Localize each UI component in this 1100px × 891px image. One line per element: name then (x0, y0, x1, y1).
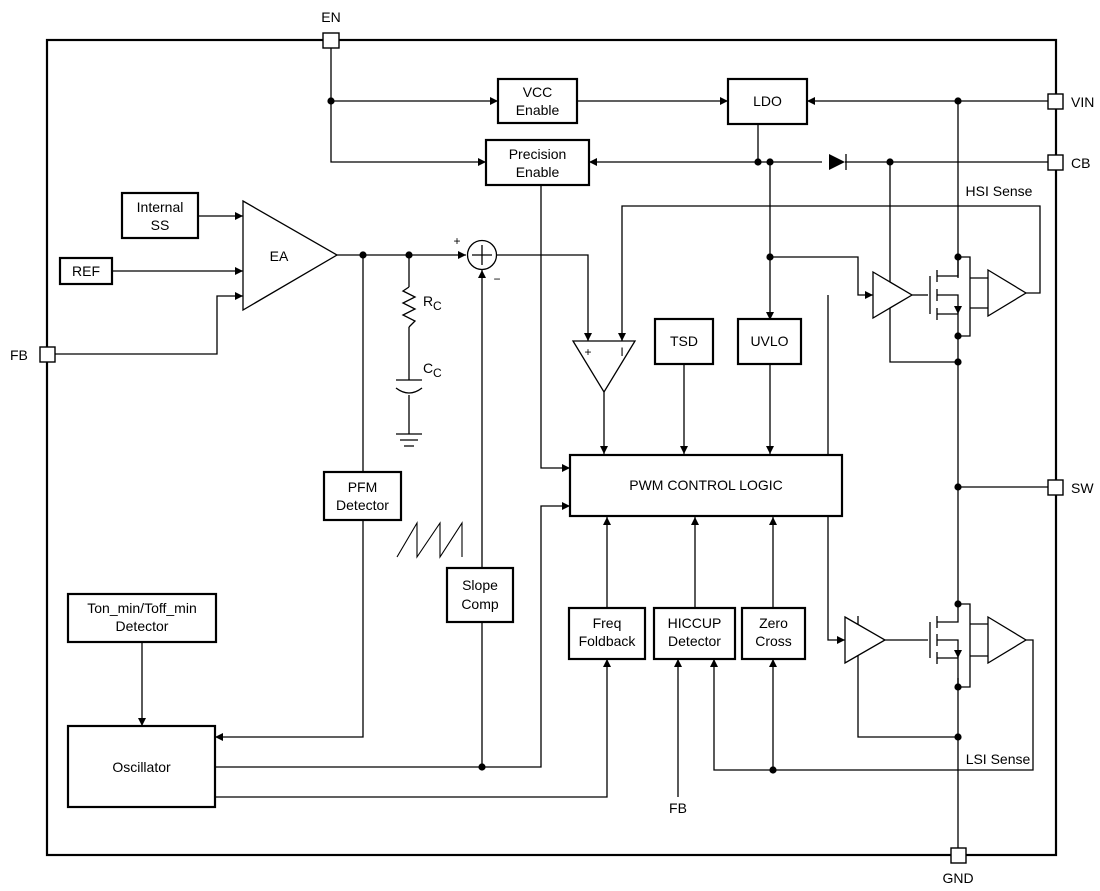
chip-boundary (45, 38, 1058, 857)
internal-ss-block: Internal SS (120, 191, 200, 240)
zero-cross-block: Zero Cross (740, 606, 807, 661)
svg-text:Internal: Internal (137, 199, 184, 215)
slope-comp-block: Slope Comp (445, 566, 515, 624)
svg-text:EA: EA (270, 248, 289, 264)
svg-text:Foldback: Foldback (579, 633, 637, 649)
svg-text:Freq: Freq (593, 615, 622, 631)
lsi-sense-amplifier (970, 615, 1028, 665)
pin-gnd-label: GND (942, 870, 973, 886)
ref-block: REF (58, 256, 114, 286)
precision-enable-block: Precision Enable (484, 138, 591, 187)
hsi-sense-amplifier (970, 268, 1028, 318)
svg-text:Comp: Comp (461, 596, 499, 612)
svg-text:C: C (433, 299, 442, 313)
pin-sw-label: SW (1071, 480, 1094, 496)
svg-text:Ton_min/Toff_min: Ton_min/Toff_min (87, 600, 196, 616)
svg-text:+: + (453, 234, 460, 248)
pins: EN VIN CB SW GND FB FB (10, 9, 1094, 886)
svg-text:C: C (423, 360, 433, 376)
svg-text:REF: REF (72, 263, 100, 279)
ton-toff-detector-block: Ton_min/Toff_min Detector (66, 592, 218, 644)
low-side-mosfet (929, 603, 971, 688)
svg-text:−: − (493, 272, 500, 286)
svg-text:TSD: TSD (670, 333, 698, 349)
pwm-comparator: + I (571, 340, 637, 394)
svg-text:VCC: VCC (523, 84, 553, 100)
low-side-gate-driver (844, 615, 928, 665)
svg-text:Detector: Detector (116, 618, 169, 634)
svg-text:Zero: Zero (759, 615, 788, 631)
svg-text:Oscillator: Oscillator (112, 759, 171, 775)
svg-text:R: R (423, 293, 433, 309)
svg-text:I: I (620, 345, 623, 359)
fb-bottom-label: FB (669, 800, 687, 816)
pin-en-label: EN (321, 9, 340, 25)
pin-cb-label: CB (1071, 155, 1090, 171)
svg-text:PFM: PFM (348, 479, 378, 495)
svg-text:LDO: LDO (753, 93, 782, 109)
pfm-detector-block: PFM Detector (322, 470, 403, 522)
svg-text:HICCUP: HICCUP (668, 615, 722, 631)
high-side-gate-driver (872, 270, 928, 320)
hiccup-detector-block: HICCUP Detector (652, 606, 737, 661)
pin-sw (1047, 479, 1064, 496)
vcc-enable-block: VCC Enable (496, 77, 579, 125)
svg-text:UVLO: UVLO (750, 333, 788, 349)
oscillator-block: Oscillator (66, 724, 217, 809)
ground-symbol (396, 433, 422, 447)
svg-text:C: C (433, 366, 442, 380)
svg-text:Enable: Enable (516, 164, 560, 180)
pin-vin-label: VIN (1071, 94, 1094, 110)
svg-text:Cross: Cross (755, 633, 792, 649)
bootstrap-diode-icon (829, 154, 847, 170)
rc-resistor: R C (401, 286, 442, 328)
cc-capacitor: C C (395, 360, 442, 394)
sawtooth-waveform-icon (396, 520, 463, 559)
high-side-mosfet (929, 256, 971, 337)
pin-en (322, 32, 340, 49)
svg-text:PWM CONTROL LOGIC: PWM CONTROL LOGIC (629, 477, 783, 493)
tsd-block: TSD (653, 317, 715, 366)
svg-text:+: + (584, 345, 591, 359)
pwm-control-logic-block: PWM CONTROL LOGIC (568, 453, 844, 518)
svg-text:SS: SS (151, 217, 170, 233)
pin-cb (1047, 154, 1064, 171)
uvlo-block: UVLO (736, 317, 803, 366)
svg-text:Precision: Precision (509, 146, 567, 162)
wiring (55, 48, 1048, 848)
svg-text:Detector: Detector (336, 497, 389, 513)
svg-text:Enable: Enable (516, 102, 560, 118)
freq-foldback-block: Freq Foldback (567, 606, 647, 661)
svg-text:Slope: Slope (462, 577, 498, 593)
pin-fb-label: FB (10, 347, 28, 363)
hsi-sense-label: HSI Sense (966, 183, 1033, 199)
ldo-block: LDO (726, 77, 809, 126)
error-amplifier: EA (242, 199, 339, 312)
pin-gnd (950, 847, 967, 864)
summing-junction: + − (453, 234, 500, 286)
pin-vin (1047, 93, 1064, 110)
junction-dots (327, 97, 962, 774)
svg-text:Detector: Detector (668, 633, 721, 649)
lsi-sense-label: LSI Sense (966, 751, 1031, 767)
pin-fb (39, 346, 56, 363)
